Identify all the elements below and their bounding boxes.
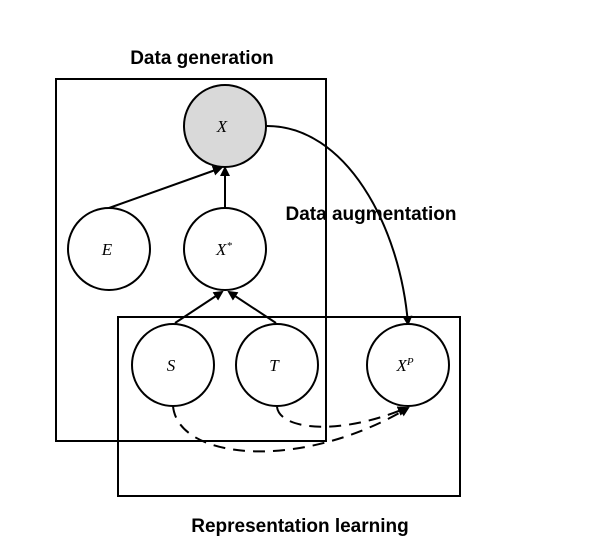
edge-s-to-xstar	[174, 290, 224, 324]
edge-x-to-xp-augmentation	[265, 124, 413, 326]
edge-e-to-x	[108, 165, 223, 209]
data-augmentation-heading: Data augmentation	[285, 204, 456, 225]
node-x-star: X*	[183, 207, 267, 291]
edge-t-to-xp-dashed	[276, 406, 408, 428]
node-x-p: XP	[366, 323, 450, 407]
data-generation-box	[55, 78, 327, 442]
representation-learning-box	[117, 316, 461, 497]
edge-s-to-xp-dashed	[172, 405, 410, 453]
node-t: T	[235, 323, 319, 407]
node-x-label: X	[216, 117, 228, 136]
representation-learning-heading: Representation learning	[191, 516, 409, 537]
node-x-p-label: XP	[395, 356, 413, 375]
node-e-label: E	[101, 240, 113, 259]
node-x-star-label: X*	[215, 240, 232, 259]
node-e: E	[67, 207, 151, 291]
node-t-label: T	[269, 356, 280, 375]
edge-t-to-xstar	[227, 290, 277, 324]
node-s-label: S	[167, 356, 176, 375]
node-s: S	[131, 323, 215, 407]
data-generation-heading: Data generation	[130, 48, 274, 69]
node-x: X	[183, 84, 267, 168]
